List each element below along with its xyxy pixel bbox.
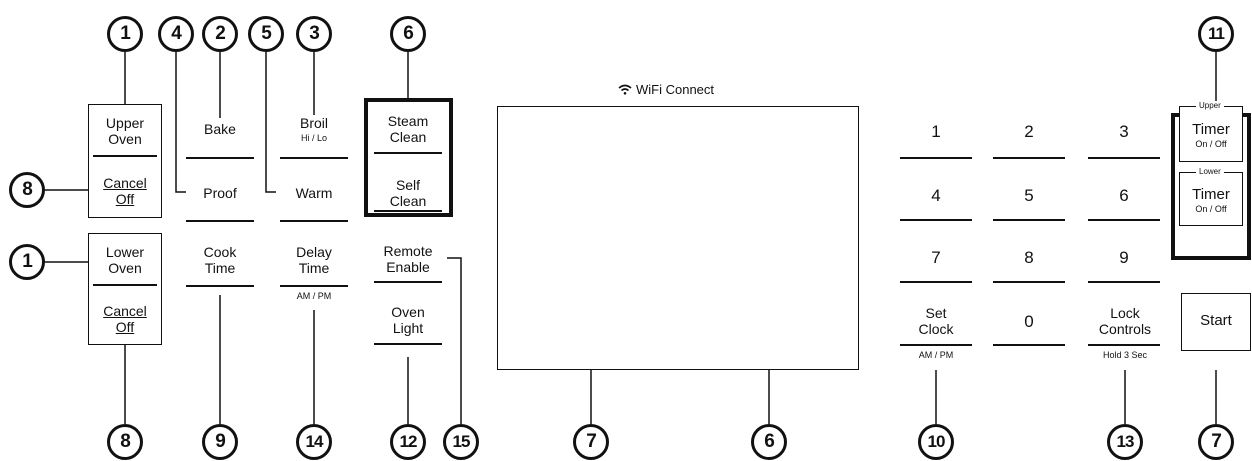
callout-14: 14 <box>296 424 332 460</box>
start-button[interactable] <box>1181 293 1251 351</box>
callout-13: 13 <box>1107 424 1143 460</box>
callout-15: 15 <box>443 424 479 460</box>
key-4[interactable]: 4 <box>931 186 941 205</box>
callout-1-side: 1 <box>9 244 45 280</box>
callout-10: 10 <box>918 424 954 460</box>
lower-oven-panel <box>88 233 162 345</box>
callout-4: 4 <box>158 16 194 52</box>
callout-6-top: 6 <box>390 16 426 52</box>
key-2[interactable]: 2 <box>1024 122 1034 141</box>
wifi-icon <box>618 84 632 95</box>
display-screen <box>497 106 859 370</box>
callout-11: 11 <box>1198 16 1234 52</box>
broil-button[interactable]: Broil <box>299 115 328 131</box>
lock-hold-label: Hold 3 Sec <box>1102 350 1148 360</box>
set-clock-ampm-label: AM / PM <box>918 350 954 360</box>
clean-buttons-highlight <box>364 98 453 217</box>
upper-timer-onoff: On / Off <box>1195 139 1227 149</box>
callout-12: 12 <box>390 424 426 460</box>
callout-8-bottom: 8 <box>107 424 143 460</box>
key-8[interactable]: 8 <box>1024 248 1034 267</box>
broil-hi-lo-label: Hi / Lo <box>300 133 327 143</box>
key-3[interactable]: 3 <box>1119 122 1129 141</box>
lower-timer-button[interactable]: Timer <box>1192 186 1230 203</box>
callout-7-start: 7 <box>1198 424 1234 460</box>
start-label: Start <box>1200 312 1232 329</box>
callout-8-side: 8 <box>9 172 45 208</box>
lower-timer-onoff: On / Off <box>1195 204 1227 214</box>
upper-timer-tag: Upper <box>1196 101 1224 110</box>
callout-5: 5 <box>248 16 284 52</box>
key-0[interactable]: 0 <box>1024 312 1034 331</box>
key-6[interactable]: 6 <box>1119 186 1129 205</box>
callout-9: 9 <box>202 424 238 460</box>
warm-button[interactable]: Warm <box>295 185 333 201</box>
upper-timer-button[interactable]: Timer <box>1192 121 1230 138</box>
key-1[interactable]: 1 <box>931 122 941 141</box>
wifi-connect-label: WiFi Connect <box>618 82 714 97</box>
callout-1-upper: 1 <box>107 16 143 52</box>
key-9[interactable]: 9 <box>1119 248 1129 267</box>
callout-3: 3 <box>296 16 332 52</box>
callout-7-display: 7 <box>573 424 609 460</box>
proof-button[interactable]: Proof <box>203 185 237 201</box>
callout-6-display: 6 <box>751 424 787 460</box>
bake-button[interactable]: Bake <box>204 121 236 137</box>
key-5[interactable]: 5 <box>1024 186 1034 205</box>
key-7[interactable]: 7 <box>931 248 941 267</box>
callout-2: 2 <box>202 16 238 52</box>
upper-oven-panel <box>88 104 162 218</box>
delay-ampm-label: AM / PM <box>296 291 332 301</box>
lower-timer-tag: Lower <box>1196 167 1224 176</box>
